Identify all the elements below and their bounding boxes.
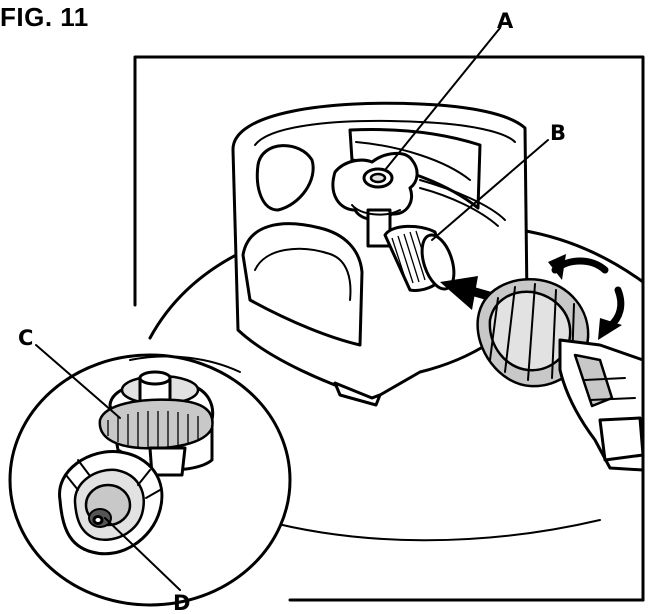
inset-detail-view (8, 353, 292, 607)
callout-b-label: B (550, 121, 566, 145)
valve-outlet-fitting (383, 224, 456, 292)
callout-c-label: C (18, 326, 33, 350)
tank-collar-guard (231, 101, 529, 407)
regulator-coupling-nut (476, 278, 645, 472)
figure-title: FIG. 11 (0, 2, 89, 32)
rotation-arrows (548, 254, 625, 340)
main-view-frame (133, 55, 645, 602)
leader-lines (35, 27, 549, 591)
callout-a-label: A (497, 9, 514, 33)
callout-d-label: D (173, 591, 190, 614)
